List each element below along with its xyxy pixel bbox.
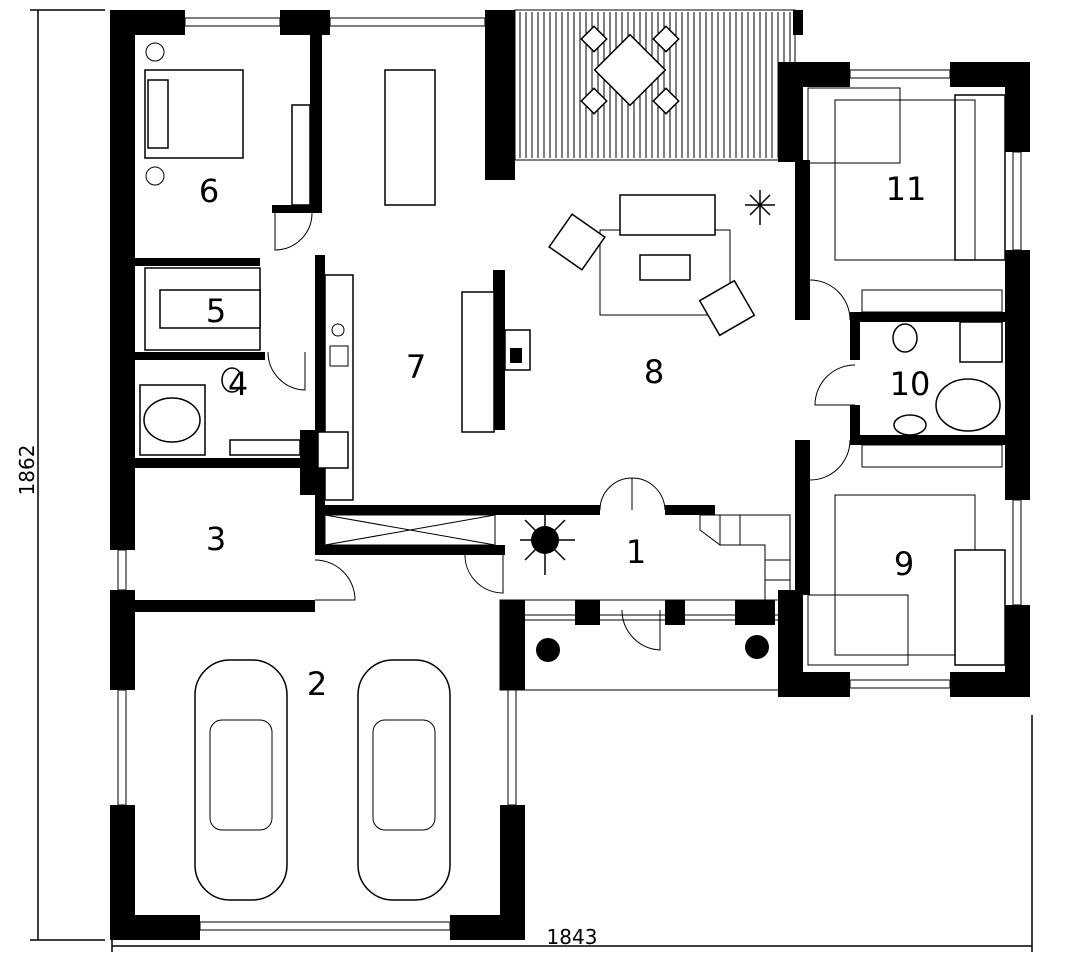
- kitchen-counter: [317, 274, 354, 501]
- windows: [117, 17, 1022, 931]
- dimension-width: 1843: [111, 715, 1033, 952]
- dressing-room-5: [144, 267, 261, 351]
- terrace: [514, 9, 803, 161]
- room-5-label: 5: [206, 292, 226, 330]
- dining-table: [384, 69, 436, 206]
- car-right: [357, 659, 451, 901]
- room-1-label: 1: [626, 533, 646, 571]
- walls: [110, 10, 1030, 940]
- room-10-label: 10: [890, 365, 931, 403]
- room-10-furniture: [892, 321, 1003, 436]
- terrace-table: [580, 25, 680, 115]
- room-3-label: 3: [206, 520, 226, 558]
- room-7-label: 7: [406, 348, 426, 386]
- corridor-cabinet: [324, 514, 496, 546]
- car-left: [194, 659, 288, 901]
- porch-plant-left-icon: [536, 638, 560, 662]
- bed-room-6: [144, 69, 244, 159]
- room-11-furniture: [807, 87, 1006, 313]
- room-labels: 1 2 3 4 5 6 7 8 9 10 11: [199, 170, 931, 703]
- wardrobe-room-6: [291, 104, 311, 206]
- room-4-label: 4: [228, 365, 248, 403]
- furniture: [139, 42, 1006, 901]
- dimension-height: 1862: [15, 9, 105, 941]
- width-dimension-label: 1843: [547, 925, 598, 949]
- room-2-label: 2: [307, 665, 327, 703]
- living-sofa: [548, 194, 756, 337]
- room-9-furniture: [807, 444, 1006, 666]
- room-6-label: 6: [199, 172, 219, 210]
- height-dimension-label: 1862: [15, 445, 39, 496]
- porch-plant-right-icon: [745, 635, 769, 659]
- doors: [267, 212, 856, 651]
- plant-icon: [745, 190, 775, 225]
- fireplace: [461, 291, 531, 433]
- room-9-label: 9: [894, 545, 914, 583]
- room-8-label: 8: [644, 353, 664, 391]
- bath-room-4: [139, 367, 301, 456]
- bedside-icons: [145, 42, 165, 186]
- room-11-label: 11: [886, 170, 927, 208]
- entrance-plant-icon: [520, 515, 575, 575]
- stairs: [699, 514, 791, 601]
